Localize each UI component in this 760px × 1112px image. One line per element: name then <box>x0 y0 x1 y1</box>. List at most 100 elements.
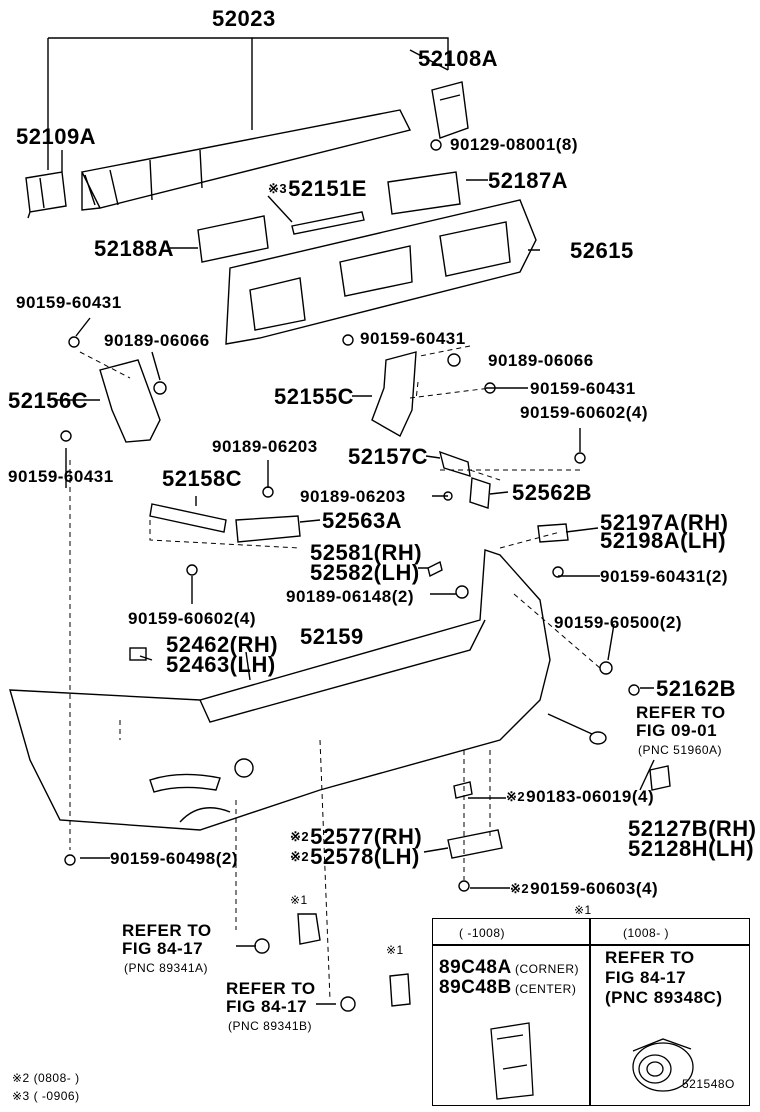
leader-52023 <box>47 37 253 170</box>
inset-refer-line1: REFER TO <box>605 948 695 967</box>
part-label-52108A: 52108A <box>418 46 499 71</box>
part-label-90189-e: 90189-06148(2) <box>286 587 414 606</box>
refer-84-17-a-line1: REFER TO <box>122 921 212 940</box>
inset-drawings <box>490 1022 694 1100</box>
part-label-90159-j: ※290159-60603(4) <box>510 880 658 897</box>
part-label-90189-c: 90189-06203 <box>212 437 318 456</box>
part-number: 52577(RH) <box>310 824 423 849</box>
footnote-2: ※2 (0808- ) <box>12 1071 80 1085</box>
part-label-52562B: 52562B <box>512 480 593 505</box>
note-mark: ※3 <box>268 181 288 196</box>
part-label-52157C: 52157C <box>348 444 429 469</box>
inset-table: ( -1008) (1008- ) 89C48A (CORNER) 89C48B… <box>432 918 750 1106</box>
part-label-52151E: ※352151E <box>268 178 367 200</box>
part-label-52159: 52159 <box>300 624 364 649</box>
part-label-52578: ※252578(LH) <box>290 846 420 868</box>
part-label-90159-g: 90159-60602(4) <box>128 609 256 628</box>
refer-84-17-a-pnc: (PNC 89341A) <box>124 961 209 975</box>
part-label-90189-a: 90189-06066 <box>104 331 210 350</box>
note-mark: ※2 <box>510 881 530 896</box>
sensor-bracket-drawing <box>490 1022 534 1100</box>
side-bracket-left <box>99 359 161 443</box>
part-label-52127B: 52127B(RH) <box>628 816 757 841</box>
inset-col1-header: ( -1008) <box>459 926 506 940</box>
part-label-52023: 52023 <box>212 6 276 31</box>
part-number: 90159-60603(4) <box>530 879 659 898</box>
refer-09-01-line2: FIG 09-01 <box>636 721 718 740</box>
retainer-52563A <box>235 515 301 543</box>
refer-84-17-b-line2: FIG 84-17 <box>226 997 308 1016</box>
footnote-3: ※3 ( -0906) <box>12 1089 80 1103</box>
inset-part-89C48B: 89C48B <box>439 977 512 998</box>
part-label-90159-h: 90159-60500(2) <box>554 613 682 632</box>
diagram-id: 521548O <box>682 1077 735 1091</box>
part-label-52156C: 52156C <box>8 388 89 413</box>
bumper-cover <box>9 549 551 831</box>
part-label-90159-a: 90159-60431 <box>16 293 122 312</box>
part-label-52463: 52463(LH) <box>166 652 276 677</box>
absorber-right <box>387 171 461 215</box>
bracket-right <box>431 81 469 139</box>
note-mark-sensor-b: ※1 <box>386 943 404 957</box>
inset-divider-horizontal <box>433 944 749 946</box>
part-label-90189-b: 90189-06066 <box>488 351 594 370</box>
part-label-90189-d: 90189-06203 <box>300 487 406 506</box>
retainer-52157C <box>439 450 471 477</box>
part-label-52198A: 52198A(LH) <box>600 528 727 553</box>
inset-divider-vertical <box>589 919 591 1105</box>
part-label-90183: ※290183-06019(4) <box>506 788 654 805</box>
rod-52151E <box>291 211 365 235</box>
inset-part-89C48A-desc: (CORNER) <box>515 962 579 976</box>
clip-52197A <box>537 523 569 543</box>
inset-part-89C48B-desc: (CENTER) <box>515 982 577 996</box>
leader-52023-right <box>252 37 449 70</box>
part-label-52158C: 52158C <box>162 466 243 491</box>
part-label-52581: 52581(RH) <box>310 540 423 565</box>
inset-part-89C48A: 89C48A <box>439 957 512 978</box>
part-label-90159-i: 90159-60498(2) <box>110 849 238 868</box>
note-mark-sensor-a: ※1 <box>290 893 308 907</box>
part-label-90159-f: 90159-60431(2) <box>600 567 728 586</box>
part-label-52109A: 52109A <box>16 124 97 149</box>
energy-absorber <box>225 199 537 345</box>
part-label-52197A: 52197A(RH) <box>600 510 729 535</box>
part-label-52188A: 52188A <box>94 236 175 261</box>
part-label-52187A: 52187A <box>488 168 569 193</box>
refer-84-17-b-pnc: (PNC 89341B) <box>228 1019 313 1033</box>
refer-84-17-a-line2: FIG 84-17 <box>122 939 204 958</box>
refer-09-01-pnc: (PNC 51960A) <box>638 743 723 757</box>
part-label-90159-b: 90159-60431 <box>8 467 114 486</box>
part-label-52128H: 52128H(LH) <box>628 836 755 861</box>
part-label-90159-d: 90159-60431 <box>530 379 636 398</box>
part-number: 52151E <box>288 176 367 201</box>
part-number: 52578(LH) <box>310 844 420 869</box>
refer-09-01-line1: REFER TO <box>636 703 726 722</box>
retainer-52158C <box>149 503 227 533</box>
refer-84-17-b-line1: REFER TO <box>226 979 316 998</box>
note-mark: ※2 <box>290 829 310 844</box>
sensor-drawing <box>632 1038 694 1092</box>
absorber-left <box>197 215 269 263</box>
inset-refer-line2: FIG 84-17 <box>605 968 687 987</box>
part-label-52577: ※252577(RH) <box>290 826 422 848</box>
side-bracket-right <box>371 351 417 437</box>
part-label-90129: 90129-08001(8) <box>450 135 578 154</box>
part-label-52563A: 52563A <box>322 508 403 533</box>
part-label-52615: 52615 <box>570 238 634 263</box>
bracket-left <box>25 171 67 219</box>
part-label-52162B: 52162B <box>656 676 737 701</box>
part-label-90159-e: 90159-60602(4) <box>520 403 648 422</box>
part-label-90159-c: 90159-60431 <box>360 329 466 348</box>
part-label-52582: 52582(LH) <box>310 560 420 585</box>
inset-col2-header: (1008- ) <box>623 926 670 940</box>
part-number: 90183-06019(4) <box>526 787 655 806</box>
inset-refer-pnc: (PNC 89348C) <box>605 988 723 1007</box>
note-mark: ※2 <box>290 849 310 864</box>
note-mark: ※2 <box>506 789 526 804</box>
part-label-52155C: 52155C <box>274 384 355 409</box>
part-label-52462: 52462(RH) <box>166 632 279 657</box>
retainer-52562B <box>469 477 491 509</box>
inset-mark: ※1 <box>574 903 592 917</box>
